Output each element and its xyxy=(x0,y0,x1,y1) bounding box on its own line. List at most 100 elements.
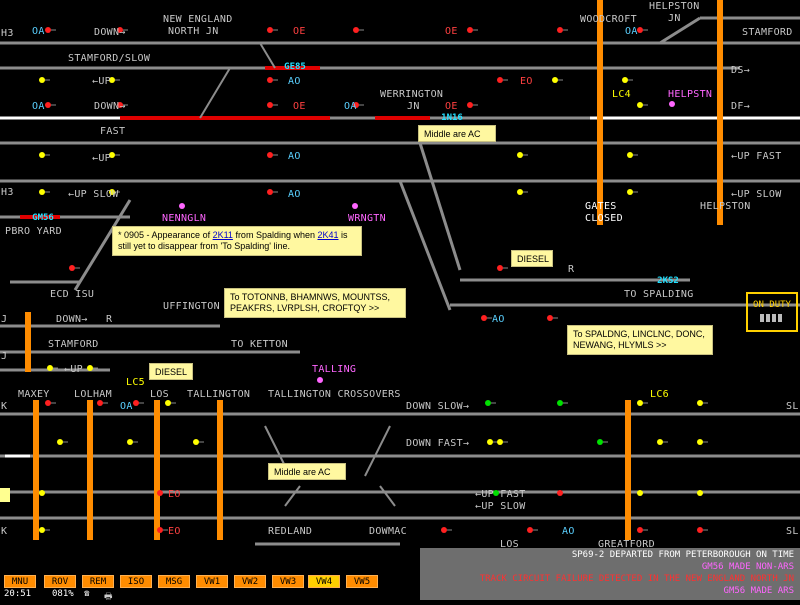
route-code[interactable]: OA xyxy=(32,26,45,37)
signal-aspect[interactable] xyxy=(485,400,491,406)
route-code[interactable]: OA xyxy=(32,101,45,112)
signal-aspect[interactable] xyxy=(517,152,523,158)
signal-aspect[interactable] xyxy=(467,27,473,33)
route-marker[interactable] xyxy=(317,377,323,383)
signal-aspect[interactable] xyxy=(45,102,51,108)
route-marker[interactable] xyxy=(352,203,358,209)
signal-aspect[interactable] xyxy=(637,527,643,533)
signal-aspect[interactable] xyxy=(133,400,139,406)
signal-aspect[interactable] xyxy=(441,527,447,533)
signal-aspect[interactable] xyxy=(109,189,115,195)
signal-aspect[interactable] xyxy=(497,77,503,83)
signal-aspect[interactable] xyxy=(552,77,558,83)
signal-aspect[interactable] xyxy=(47,365,53,371)
crossing-label[interactable]: LC4 xyxy=(612,89,631,100)
route-code[interactable]: OE xyxy=(293,26,306,37)
route-code[interactable]: AO xyxy=(562,526,575,537)
signal-aspect[interactable] xyxy=(557,490,563,496)
signal-aspect[interactable] xyxy=(39,189,45,195)
signal-aspect[interactable] xyxy=(597,439,603,445)
signal-aspect[interactable] xyxy=(45,400,51,406)
signal-aspect[interactable] xyxy=(57,439,63,445)
signal-aspect[interactable] xyxy=(69,265,75,271)
train-berth[interactable]: 2KS2 xyxy=(657,276,679,286)
route-code[interactable]: OA xyxy=(625,26,638,37)
signal-aspect[interactable] xyxy=(697,490,703,496)
toolbar-button-vw2[interactable]: VW2 xyxy=(234,575,266,588)
route-code[interactable]: OA xyxy=(344,101,357,112)
phone-icon[interactable]: 🖶 xyxy=(104,592,113,602)
note-spalding[interactable]: * 0905 - Appearance of 2K11 from Spaldin… xyxy=(112,226,362,256)
signal-aspect[interactable] xyxy=(39,490,45,496)
signal-aspect[interactable] xyxy=(267,27,273,33)
route-code[interactable]: EO xyxy=(168,489,181,500)
signal-aspect[interactable] xyxy=(481,315,487,321)
toolbar-button-msg[interactable]: MSG xyxy=(158,575,190,588)
signal-aspect[interactable] xyxy=(622,77,628,83)
signal-aspect[interactable] xyxy=(353,27,359,33)
toolbar-button-iso[interactable]: ISO xyxy=(120,575,152,588)
train-link[interactable]: 2K41 xyxy=(317,230,339,240)
route-code[interactable]: OE xyxy=(293,101,306,112)
route-code[interactable]: OE xyxy=(445,26,458,37)
signal-aspect[interactable] xyxy=(497,265,503,271)
toolbar-button-rov[interactable]: ROV xyxy=(44,575,76,588)
route-code[interactable]: AO xyxy=(288,189,301,200)
signal-aspect[interactable] xyxy=(557,400,563,406)
train-link[interactable]: 2K11 xyxy=(212,230,233,240)
signal-aspect[interactable] xyxy=(637,27,643,33)
signal-aspect[interactable] xyxy=(547,315,553,321)
signal-aspect[interactable] xyxy=(267,77,273,83)
train-berth[interactable]: GE85 xyxy=(284,62,306,72)
note-middle-ac[interactable]: Middle are AC xyxy=(268,463,346,480)
signal-aspect[interactable] xyxy=(637,490,643,496)
signal-aspect[interactable] xyxy=(127,439,133,445)
signal-aspect[interactable] xyxy=(353,102,359,108)
route-code[interactable]: EO xyxy=(520,76,533,87)
route-label[interactable]: NENNGLN xyxy=(162,213,207,224)
toolbar-button-mnu[interactable]: MNU xyxy=(4,575,36,588)
route-code[interactable]: OE xyxy=(445,101,458,112)
route-code[interactable]: AO xyxy=(288,151,301,162)
toolbar-button-vw4[interactable]: VW4 xyxy=(308,575,340,588)
toolbar-button-vw3[interactable]: VW3 xyxy=(272,575,304,588)
edge-marker-icon[interactable] xyxy=(0,488,10,502)
signal-aspect[interactable] xyxy=(39,77,45,83)
signal-aspect[interactable] xyxy=(697,400,703,406)
note-diesel[interactable]: DIESEL xyxy=(511,250,553,267)
signal-aspect[interactable] xyxy=(165,400,171,406)
route-code[interactable]: EO xyxy=(168,526,181,537)
route-marker[interactable] xyxy=(179,203,185,209)
signal-aspect[interactable] xyxy=(497,439,503,445)
signal-aspect[interactable] xyxy=(117,27,123,33)
signal-aspect[interactable] xyxy=(637,400,643,406)
route-code[interactable]: AO xyxy=(288,76,301,87)
signal-aspect[interactable] xyxy=(267,152,273,158)
signal-aspect[interactable] xyxy=(627,189,633,195)
route-code[interactable]: AO xyxy=(492,314,505,325)
signal-aspect[interactable] xyxy=(109,152,115,158)
signal-aspect[interactable] xyxy=(637,102,643,108)
route-label[interactable]: TALLING xyxy=(312,364,357,375)
train-berth[interactable]: GM56 xyxy=(32,213,54,223)
signal-aspect[interactable] xyxy=(557,27,563,33)
toolbar-button-vw1[interactable]: VW1 xyxy=(196,575,228,588)
signal-aspect[interactable] xyxy=(527,527,533,533)
toolbar-button-vw5[interactable]: VW5 xyxy=(346,575,378,588)
on-duty-indicator[interactable]: ON DUTY xyxy=(746,292,798,332)
printer-icon[interactable]: ☎ xyxy=(84,589,90,599)
signal-aspect[interactable] xyxy=(487,439,493,445)
message-panel[interactable]: SP69-2 DEPARTED FROM PETERBOROUGH ON TIM… xyxy=(420,548,800,600)
note-middle-ac[interactable]: Middle are AC xyxy=(418,125,496,142)
note-totonnb[interactable]: To TOTONNB, BHAMNWS, MOUNTSS, PEAKFRS, L… xyxy=(224,288,406,318)
signal-aspect[interactable] xyxy=(117,102,123,108)
signal-aspect[interactable] xyxy=(467,102,473,108)
note-spaldng[interactable]: To SPALDNG, LINCLNC, DONC, NEWANG, HLYML… xyxy=(567,325,713,355)
signal-aspect[interactable] xyxy=(39,527,45,533)
signal-aspect[interactable] xyxy=(627,152,633,158)
route-marker[interactable] xyxy=(669,101,675,107)
signal-aspect[interactable] xyxy=(697,439,703,445)
toolbar-button-rem[interactable]: REM xyxy=(82,575,114,588)
signal-aspect[interactable] xyxy=(39,152,45,158)
signal-aspect[interactable] xyxy=(97,400,103,406)
